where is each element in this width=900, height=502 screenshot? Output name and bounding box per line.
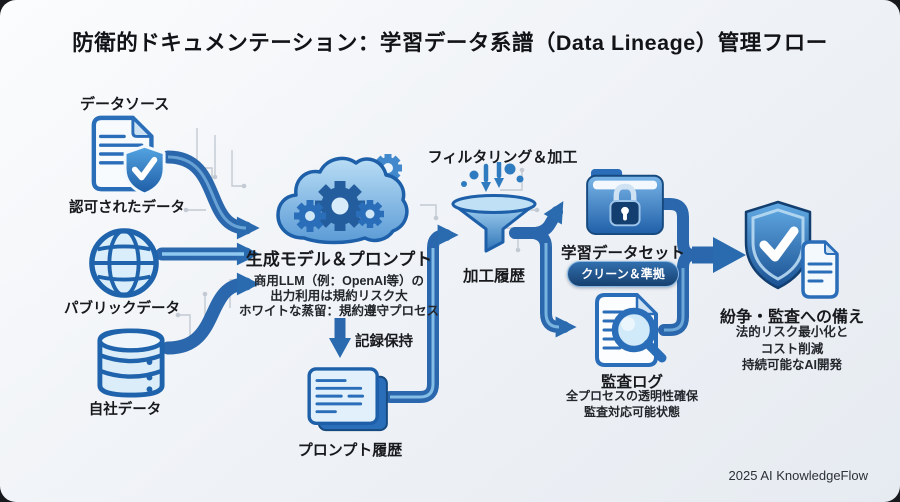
record-keep-arrowhead [329,338,351,358]
right-gear-icon [356,200,384,228]
model-line-3: ホワイトな蒸留：規約遵守プロセス [238,304,439,318]
center-gear-icon [315,181,365,231]
outcome-text-block: 法的リスク最小化と コスト削減 持続可能なAI開発 [707,324,877,374]
model-title: 生成モデル＆プロンプト [245,250,433,269]
cloud-gears-icon [276,154,409,245]
page-title: 防衛的ドキュメンテーション：学習データ系譜（Data Lineage）管理フロー [72,31,828,55]
filtering-heading: フィルタリング＆加工 [427,149,578,166]
footer-credit: 2025 AI KnowledgeFlow [728,468,868,483]
electric-highlights [162,155,685,399]
prompt-history-label: プロンプト履歴 [297,442,403,459]
document-shield-check-icon [91,115,166,195]
source-authorized-label: 認可されたデータ [69,200,185,216]
audit-line-1: 全プロセスの透明性確保 [565,389,698,403]
source-public-label: パブリックデータ [64,301,180,317]
outcome-line-2: コスト削減 [760,341,824,356]
dataset-label: 学習データセット [560,245,685,262]
dataset-badge-wrap: クリーン＆準拠 [553,261,693,287]
left-gear-icon [294,200,326,232]
outcome-line-3: 持続可能なAI開発 [741,358,842,372]
model-line-2: 出力利用は規約リスク大 [270,289,408,303]
shield-check-document-icon [744,200,839,299]
document-magnifier-icon [595,293,667,367]
folder-lock-icon [586,168,664,236]
merge-arrowhead [713,237,746,273]
outcome-line-1: 法的リスク最小化と [735,325,849,339]
clean-compliant-badge: クリーン＆準拠 [567,261,679,287]
globe-icon [89,228,159,298]
source-internal-label: 自社データ [88,402,162,418]
model-text-block: 生成モデル＆プロンプト 商用LLM（例：OpenAI等）の 出力利用は規約リスク… [219,245,459,319]
data-sources-heading: データソース [80,96,170,113]
processing-history-label: 加工履歴 [462,268,525,285]
audit-log-label: 監査ログ [600,374,663,391]
outcome-label: 紛争・監査への備え [719,309,864,326]
funnel-icon [451,162,537,253]
documents-stack-icon [307,367,388,432]
database-icon [97,328,165,398]
audit-text-block: 全プロセスの透明性確保 監査対応可能状態 [537,389,727,420]
record-keep-label: 記録保持 [355,334,413,350]
model-line-1: 商用LLM（例：OpenAI等）の [253,274,425,288]
arrow-internal-to-model [161,272,260,355]
audit-line-2: 監査対応可能状態 [583,404,680,419]
